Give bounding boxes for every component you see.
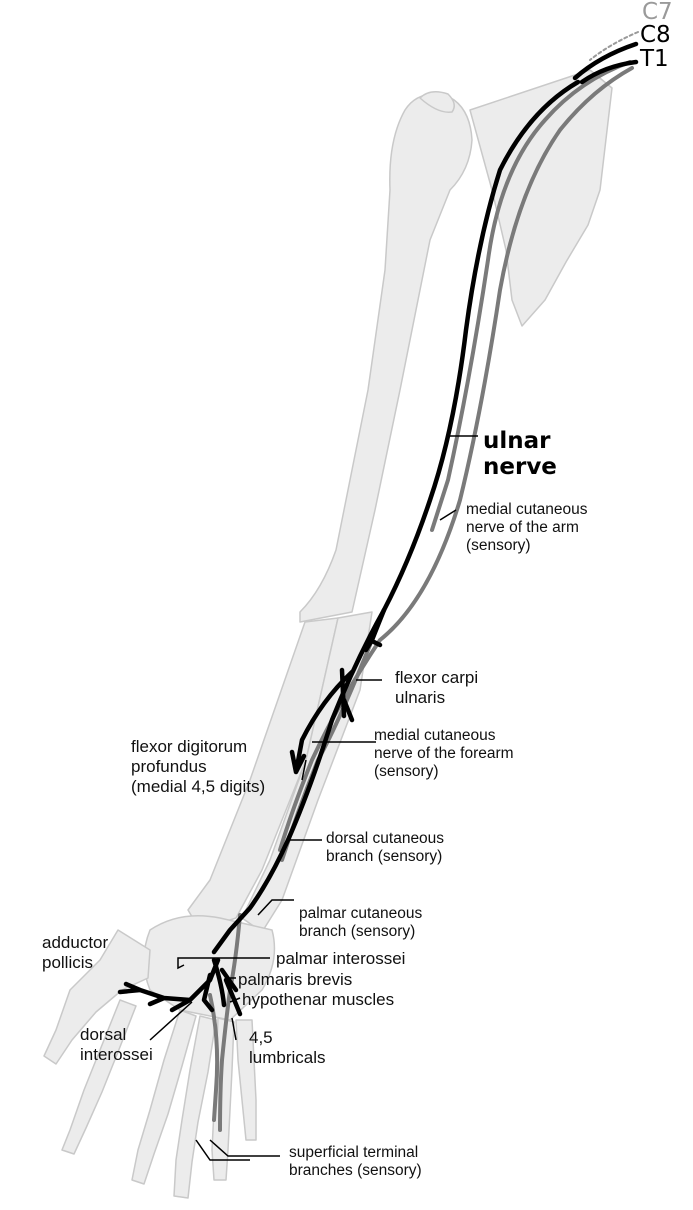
root-t1-label: T1 xyxy=(640,49,669,70)
label-line: (sensory) xyxy=(374,763,514,781)
label-line: interossei xyxy=(80,1045,153,1065)
label-line: hypothenar muscles xyxy=(242,990,394,1010)
label-line: branch (sensory) xyxy=(326,848,444,866)
label-line: nerve of the forearm xyxy=(374,745,514,763)
label-flexor-digitorum-profundus: flexor digitorum profundus (medial 4,5 d… xyxy=(131,737,265,797)
label-line: palmar interossei xyxy=(276,949,405,969)
diagram-title: ulnar nerve xyxy=(483,428,557,480)
leader-superficial xyxy=(196,1140,280,1160)
label-line: branches (sensory) xyxy=(289,1162,422,1180)
label-line: flexor carpi xyxy=(395,668,478,688)
label-line: palmaris brevis xyxy=(238,970,352,990)
label-flexor-carpi-ulnaris: flexor carpi ulnaris xyxy=(395,668,478,708)
label-line: palmar cutaneous xyxy=(299,905,422,923)
label-palmaris-brevis: palmaris brevis xyxy=(238,970,352,990)
label-line: 4,5 xyxy=(249,1028,326,1048)
root-c7-label: C7 xyxy=(642,2,673,23)
label-line: branch (sensory) xyxy=(299,923,422,941)
label-palmar-interossei: palmar interossei xyxy=(276,949,405,969)
label-lumbricals: 4,5 lumbricals xyxy=(249,1028,326,1068)
label-medial-cutaneous-arm: medial cutaneous nerve of the arm (senso… xyxy=(466,501,588,555)
title-line-1: ulnar xyxy=(483,428,557,454)
label-palmar-cutaneous-branch: palmar cutaneous branch (sensory) xyxy=(299,905,422,941)
label-line: profundus xyxy=(131,757,265,777)
label-dorsal-cutaneous-branch: dorsal cutaneous branch (sensory) xyxy=(326,830,444,866)
label-line: medial cutaneous xyxy=(374,727,514,745)
label-line: flexor digitorum xyxy=(131,737,265,757)
label-line: superficial terminal xyxy=(289,1144,422,1162)
title-line-2: nerve xyxy=(483,454,557,480)
label-line: nerve of the arm xyxy=(466,519,588,537)
label-line: lumbricals xyxy=(249,1048,326,1068)
label-line: pollicis xyxy=(42,953,108,973)
root-c8-label: C8 xyxy=(640,25,671,46)
label-hypothenar-muscles: hypothenar muscles xyxy=(242,990,394,1010)
label-line: adductor xyxy=(42,933,108,953)
label-line: ulnaris xyxy=(395,688,478,708)
label-dorsal-interossei: dorsal interossei xyxy=(80,1025,153,1065)
label-line: (medial 4,5 digits) xyxy=(131,777,265,797)
label-line: medial cutaneous xyxy=(466,501,588,519)
label-medial-cutaneous-forearm: medial cutaneous nerve of the forearm (s… xyxy=(374,727,514,781)
label-line: (sensory) xyxy=(466,537,588,555)
label-line: dorsal xyxy=(80,1025,153,1045)
label-superficial-terminal-branches: superficial terminal branches (sensory) xyxy=(289,1144,422,1180)
label-line: dorsal cutaneous xyxy=(326,830,444,848)
label-adductor-pollicis: adductor pollicis xyxy=(42,933,108,973)
